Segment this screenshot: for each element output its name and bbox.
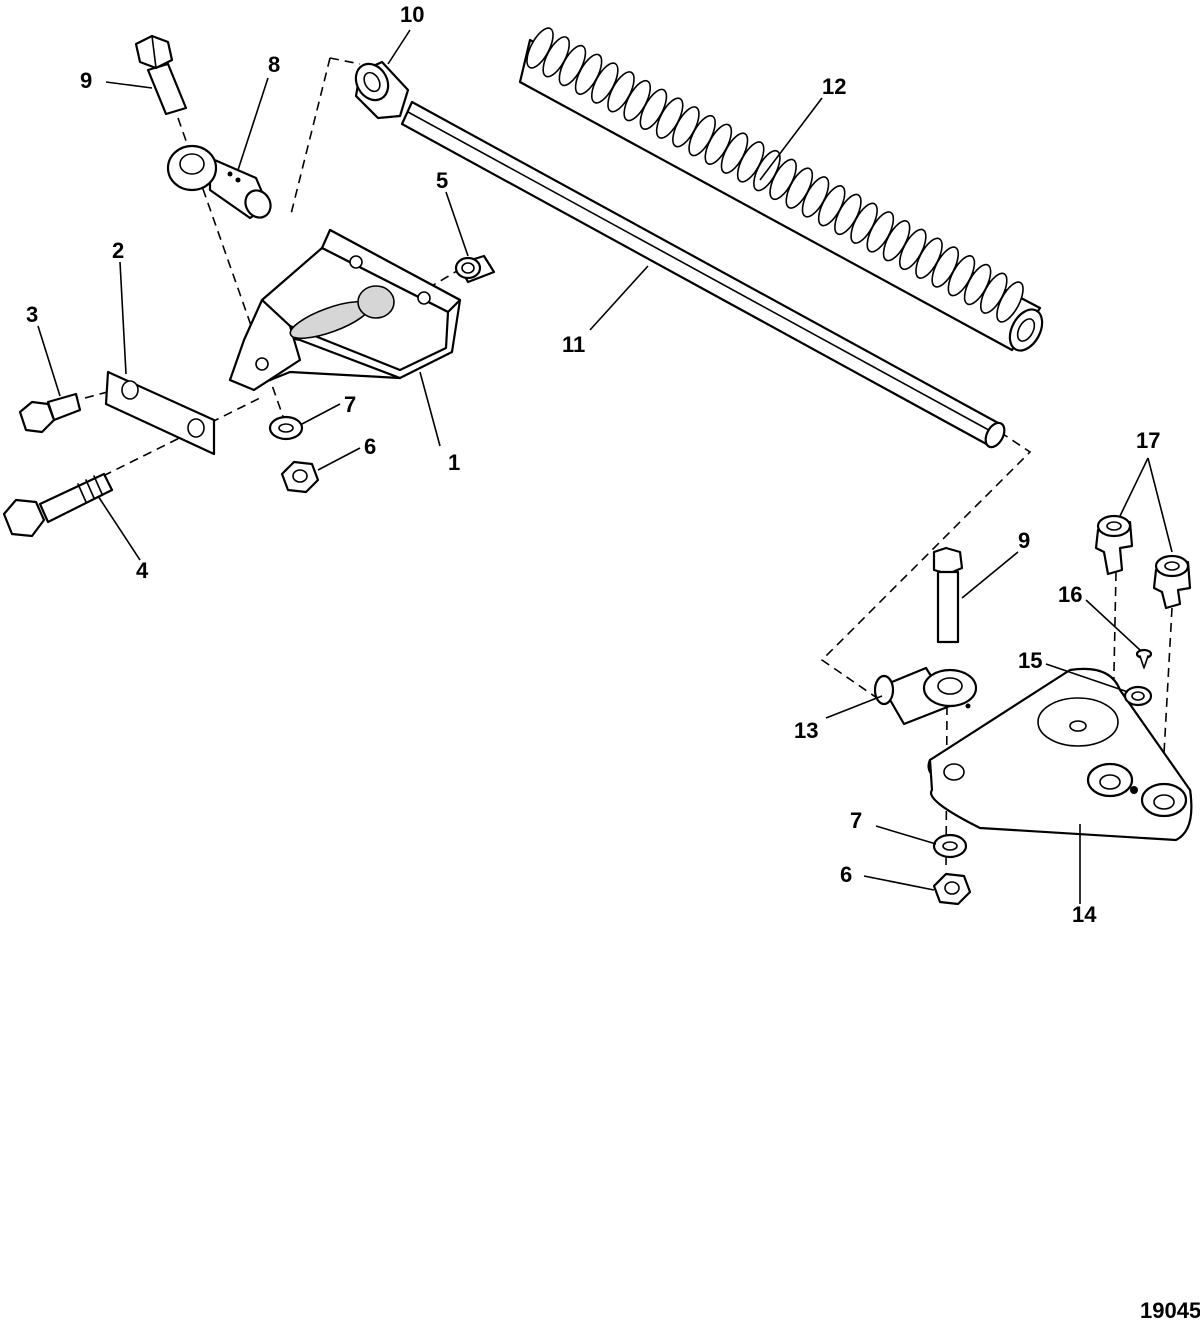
- rod: [400, 100, 1006, 449]
- callout-16: 16: [1058, 582, 1082, 607]
- spiral-wrap: [518, 27, 1044, 352]
- bushing: [454, 254, 496, 284]
- sleeve-nut: [354, 60, 410, 120]
- leader-lines: [37, 29, 1173, 904]
- callout-2: 2: [112, 238, 124, 263]
- callout-3: 3: [26, 302, 38, 327]
- nut-top: [280, 460, 320, 494]
- washer-top: [268, 415, 304, 441]
- callout-7-top: 7: [344, 392, 356, 417]
- callout-6-bottom: 6: [840, 862, 852, 887]
- figure-number: 19045: [1140, 1298, 1200, 1323]
- callout-9-bottom: 9: [1018, 528, 1030, 553]
- small-screw: [1135, 648, 1153, 669]
- coil-ridge: [996, 281, 1024, 323]
- mount-plate: [927, 667, 1193, 842]
- rod-end-top: [166, 144, 272, 220]
- callout-4: 4: [136, 558, 149, 583]
- callout-6-top: 6: [364, 434, 376, 459]
- callout-15: 15: [1018, 648, 1042, 673]
- bolt-bottom: [932, 546, 964, 644]
- callout-7-bottom: 7: [850, 808, 862, 833]
- screws: [1094, 514, 1192, 610]
- bracket: [228, 228, 462, 392]
- callout-10: 10: [400, 2, 424, 27]
- washer-15: [1123, 685, 1153, 707]
- callout-14: 14: [1072, 902, 1097, 927]
- bolt-long: [2, 472, 114, 538]
- callout-5: 5: [436, 168, 448, 193]
- callout-numbers: 9 8 10 12 5 11 2 3 7 1 6 4 17 9 16 15 13…: [26, 2, 1160, 927]
- bolt-small: [18, 392, 82, 434]
- callout-9-top: 9: [80, 68, 92, 93]
- callout-8: 8: [268, 52, 280, 77]
- bolt-top: [134, 34, 188, 116]
- callout-11: 11: [562, 332, 585, 357]
- plate: [104, 370, 216, 456]
- washer-bottom: [932, 833, 968, 859]
- nut-bottom: [932, 872, 972, 906]
- callout-1: 1: [448, 450, 460, 475]
- callout-12: 12: [822, 74, 846, 99]
- rod-end-bottom: [873, 666, 978, 726]
- callout-13: 13: [794, 718, 818, 743]
- callout-17: 17: [1136, 428, 1160, 453]
